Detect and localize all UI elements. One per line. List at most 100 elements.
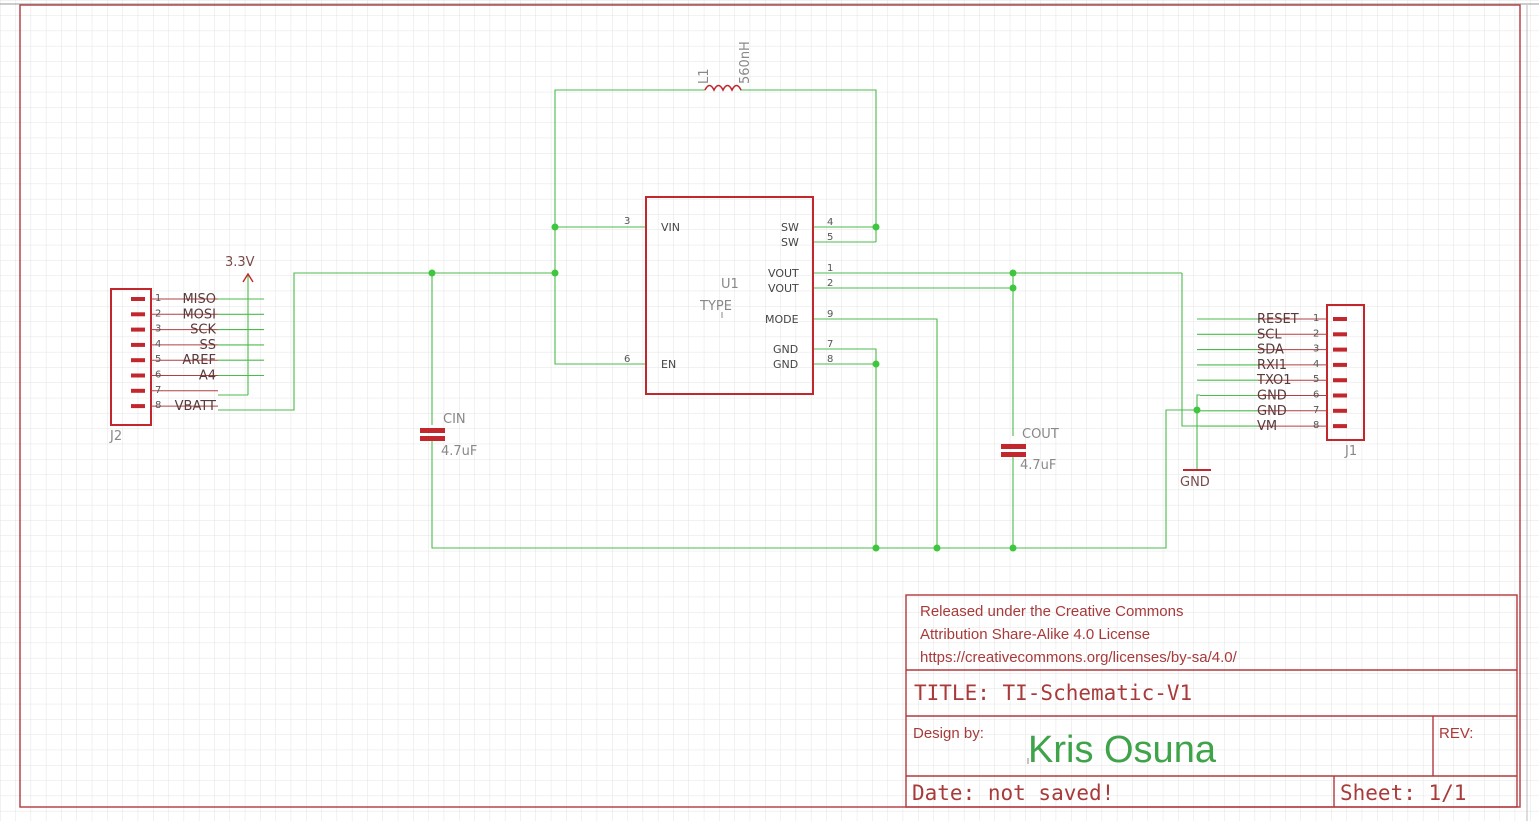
ground-symbol[interactable]: GND — [1180, 469, 1211, 490]
j2-pin-icon — [131, 327, 145, 332]
ic-pin-name: SW — [781, 236, 799, 249]
ic-pin-name: VOUT — [768, 267, 799, 280]
j1-pin-label: GND — [1257, 389, 1287, 404]
j2-pin-label: MOSI — [182, 307, 216, 322]
j2-pin-label: A4 — [199, 369, 216, 384]
j2-pin-label: SCK — [190, 323, 216, 338]
j2-pin-icon — [131, 297, 145, 301]
j1-pin-label: RXI1 — [1257, 358, 1287, 373]
j2-body — [110, 288, 152, 426]
ic-body — [645, 196, 814, 395]
j1-pin-label: SDA — [1257, 343, 1284, 358]
supply-3v3[interactable]: 3.3V — [225, 255, 255, 283]
j2-pin-num: 7 — [155, 385, 161, 396]
ic-pin-num: 5 — [827, 232, 833, 243]
junction-dot — [933, 544, 941, 552]
j1-ref: J1 — [1344, 444, 1357, 459]
cout-ref: COUT — [1022, 427, 1059, 442]
date-field: Date: not saved! — [912, 781, 1114, 805]
j1-pin-num: 7 — [1313, 405, 1319, 416]
ic-pin-name: MODE — [765, 313, 799, 326]
j1-pin-icon — [1333, 378, 1347, 383]
j1-pin-label: GND — [1257, 404, 1287, 419]
j2-pin-num: 1 — [155, 293, 161, 304]
j1-pin-icon — [1333, 332, 1347, 337]
j2-pin-label: VBATT — [175, 399, 216, 414]
j1-pin-num: 5 — [1313, 374, 1319, 385]
ic-pin-name: GND — [773, 343, 798, 356]
junction-dot — [1009, 544, 1017, 552]
wires — [218, 89, 1258, 549]
license-line: Attribution Share-Alike 4.0 License — [920, 626, 1150, 643]
j2-pin-icon — [131, 388, 145, 393]
j2-pin-icon — [131, 404, 145, 409]
junction-dot — [428, 269, 436, 277]
j2-pin-num: 4 — [155, 339, 161, 350]
ic-pin-name: SW — [781, 221, 799, 234]
j2-pin-num: 2 — [155, 308, 161, 319]
ic-pin-num: 1 — [827, 263, 833, 274]
cin-ref: CIN — [443, 412, 466, 427]
license-line: Released under the Creative Commons — [920, 603, 1183, 620]
j1-pin-icon — [1333, 362, 1347, 367]
ic-pin-num: 6 — [624, 354, 630, 365]
ic-pin-num: 2 — [827, 278, 833, 289]
junction-dot — [872, 360, 880, 368]
supply-arrow-icon — [242, 272, 254, 283]
ic-pin-num: 9 — [827, 309, 833, 320]
capacitor-cout[interactable]: COUT 4.7uF — [1001, 427, 1059, 473]
capacitor-plate-icon — [420, 436, 445, 441]
ground-label: GND — [1180, 475, 1210, 490]
j2-pin-label: MISO — [182, 292, 216, 307]
capacitor-plate-icon — [420, 428, 445, 433]
ic-ref: U1 — [721, 277, 739, 292]
j2-ref: J2 — [109, 429, 122, 444]
junction-dot — [1009, 284, 1017, 292]
ic-u1[interactable]: U1 TYPE 3 VIN 6 EN 4 SW 5 SW 1 VOUT 2 VO… — [624, 196, 833, 395]
j1-pin-icon — [1333, 393, 1347, 398]
inductor-ref: L1 — [697, 68, 712, 84]
j2-pin-label: SS — [199, 338, 216, 353]
capacitor-cin[interactable]: CIN 4.7uF — [420, 412, 477, 459]
j1-pin-icon — [1333, 408, 1347, 413]
ic-pin-name: GND — [773, 358, 798, 371]
junction-dot — [872, 223, 880, 231]
j1-pin-icon — [1333, 424, 1347, 429]
inductor-l1[interactable]: L1 560nH — [697, 41, 753, 92]
inductor-coil-icon — [704, 84, 742, 92]
title-block: Released under the Creative Commons Attr… — [905, 594, 1518, 808]
j2-pin-num: 6 — [155, 370, 161, 381]
j1-pin-icon — [1333, 347, 1347, 352]
capacitor-plate-icon — [1001, 444, 1026, 449]
j1-pin-num: 1 — [1313, 313, 1319, 324]
junction-dot — [551, 269, 559, 277]
design-by-label: Design by: — [913, 725, 984, 742]
j2-pin-num: 5 — [155, 354, 161, 365]
cin-value: 4.7uF — [441, 444, 477, 459]
license-url: https://creativecommons.org/licenses/by-… — [920, 649, 1238, 666]
supply-label: 3.3V — [225, 255, 255, 270]
j1-pin-num: 4 — [1313, 359, 1319, 370]
ic-pin-name: VOUT — [768, 282, 799, 295]
j1-pin-num: 3 — [1313, 344, 1319, 355]
junction-dot — [1009, 269, 1017, 277]
j1-pin-num: 8 — [1313, 420, 1319, 431]
j2-pin-icon — [131, 342, 145, 347]
rev-label: REV: — [1439, 725, 1473, 742]
junction-dot — [1193, 406, 1201, 414]
j1-pin-icon — [1333, 317, 1347, 321]
j1-pin-label: RESET — [1257, 312, 1299, 327]
junction-dot — [551, 223, 559, 231]
j1-pin-num: 6 — [1313, 390, 1319, 401]
j2-pin-icon — [131, 312, 145, 317]
j1-pin-label: TXO1 — [1256, 373, 1292, 388]
sheet-title: TITLE: TI-Schematic-V1 — [914, 681, 1192, 705]
j2-pin-num: 8 — [155, 400, 161, 411]
sheet-frame — [0, 3, 1539, 821]
ic-pin-num: 7 — [827, 339, 833, 350]
j1-body — [1326, 304, 1365, 441]
ic-pin-name: EN — [661, 358, 676, 371]
